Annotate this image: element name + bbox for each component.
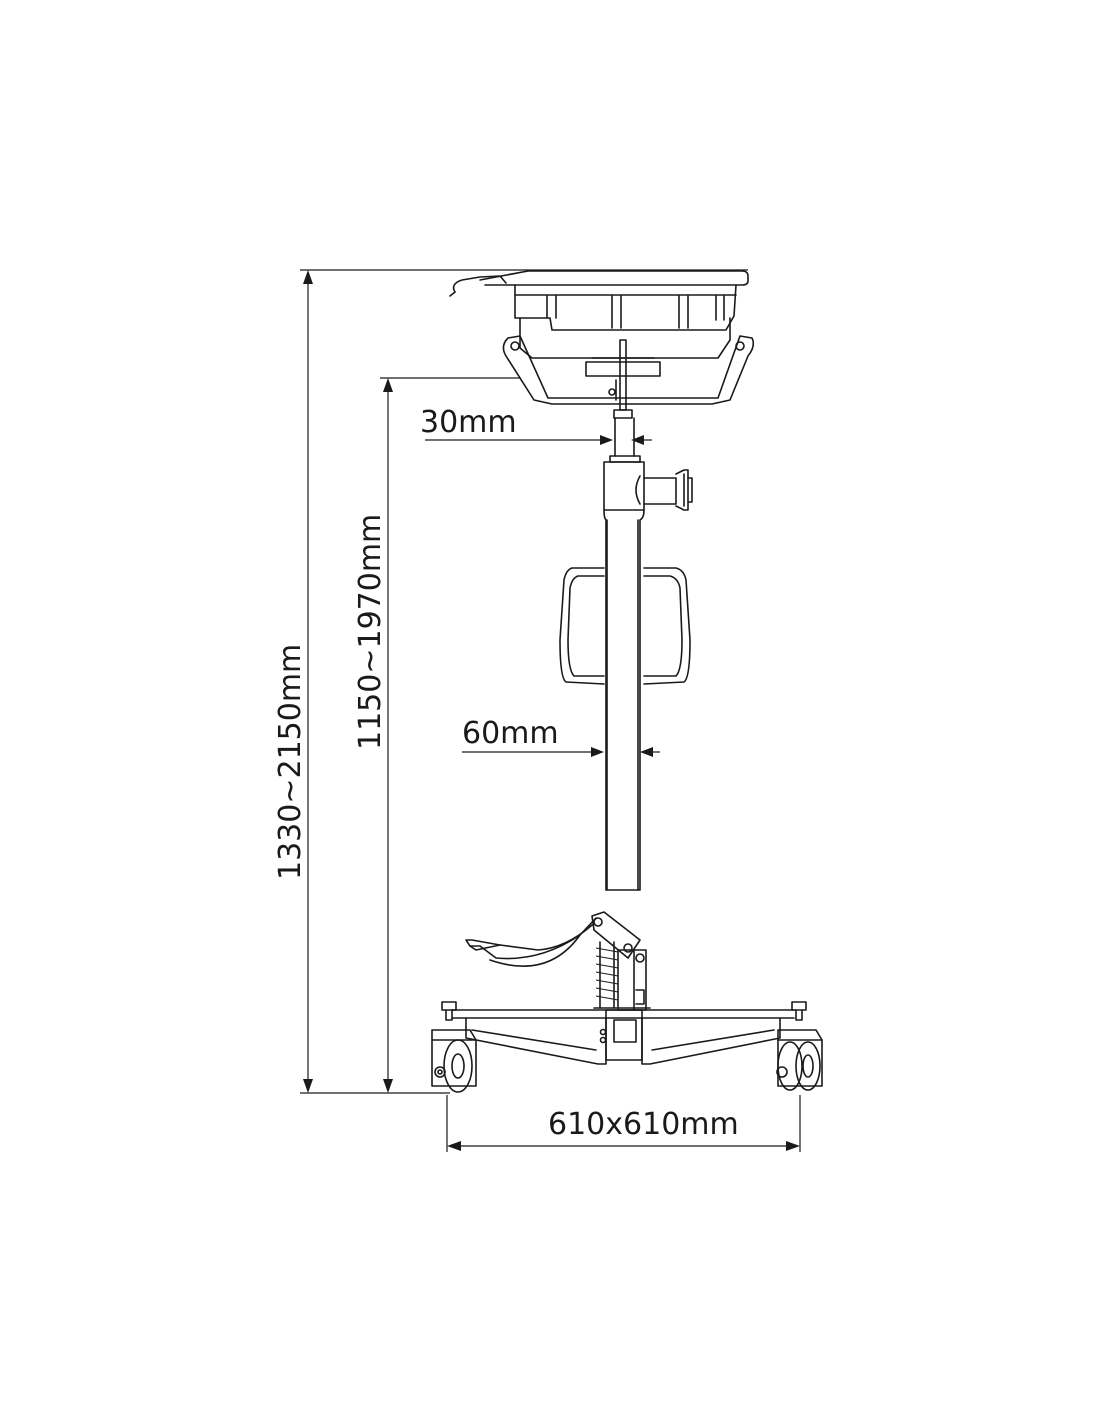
total-height-label: 1330~2150mm: [273, 644, 308, 880]
base-frame: [441, 1001, 807, 1065]
saddle-height-label: 1150~1970mm: [353, 514, 388, 750]
lower-tube-diameter-label: 60mm: [462, 716, 559, 751]
main-column: [559, 461, 693, 891]
upper-tube-diameter-label: 30mm: [420, 405, 517, 440]
foot-pedal-pump: [465, 911, 651, 1011]
base-footprint-label: 610x610mm: [548, 1107, 739, 1142]
dimension-lines: [300, 269, 801, 1152]
right-caster: [776, 1029, 823, 1091]
left-caster: [431, 1029, 477, 1093]
saddle-tray: [449, 270, 755, 405]
